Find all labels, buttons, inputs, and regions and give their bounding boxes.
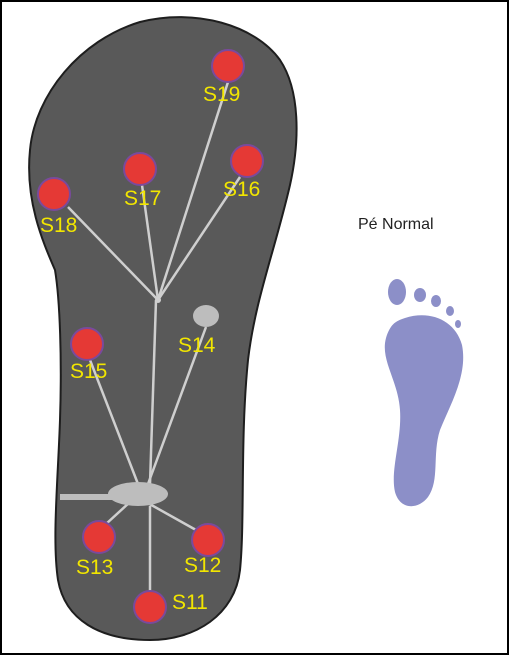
sensor-s18: S18	[37, 177, 77, 237]
sensor-wire	[146, 326, 208, 485]
sensor-s11: S11	[133, 590, 208, 624]
sensor-wire	[156, 176, 242, 301]
cable-connector	[60, 494, 112, 500]
sensor-s12: S12	[184, 523, 225, 577]
sensor-label: S14	[178, 334, 216, 357]
sensor-s16: S16	[223, 144, 264, 201]
sensor-label: S16	[223, 178, 260, 201]
sensor-wire	[148, 299, 158, 485]
foot-icon	[384, 279, 464, 507]
sensor-label: S19	[203, 83, 240, 106]
sensor-s14: S14	[178, 305, 219, 357]
sensor-s19: S19	[203, 49, 245, 106]
sensor-wire	[67, 206, 159, 301]
sensor-wire	[156, 81, 230, 301]
sensor-s13: S13	[76, 520, 116, 579]
footprint-title: Pé Normal	[358, 216, 434, 233]
sensor-label: S12	[184, 554, 221, 577]
sensor-label: S13	[76, 556, 113, 579]
sensor-label: S18	[40, 214, 77, 237]
sensor-s17: S17	[123, 152, 161, 210]
wire-junction	[155, 297, 161, 303]
sensor-label: S11	[172, 591, 208, 614]
sensor-wire	[145, 500, 197, 532]
sensor-wire	[88, 359, 140, 485]
sensor-label: S15	[70, 360, 107, 383]
sensor-s15: S15	[70, 327, 107, 383]
insole-shape	[28, 16, 298, 642]
sensor-label: S17	[124, 187, 161, 210]
wire-bundle	[67, 81, 242, 591]
sensor-wire	[105, 501, 131, 525]
sensor-wire	[140, 184, 160, 301]
sensor-hub	[108, 482, 168, 506]
